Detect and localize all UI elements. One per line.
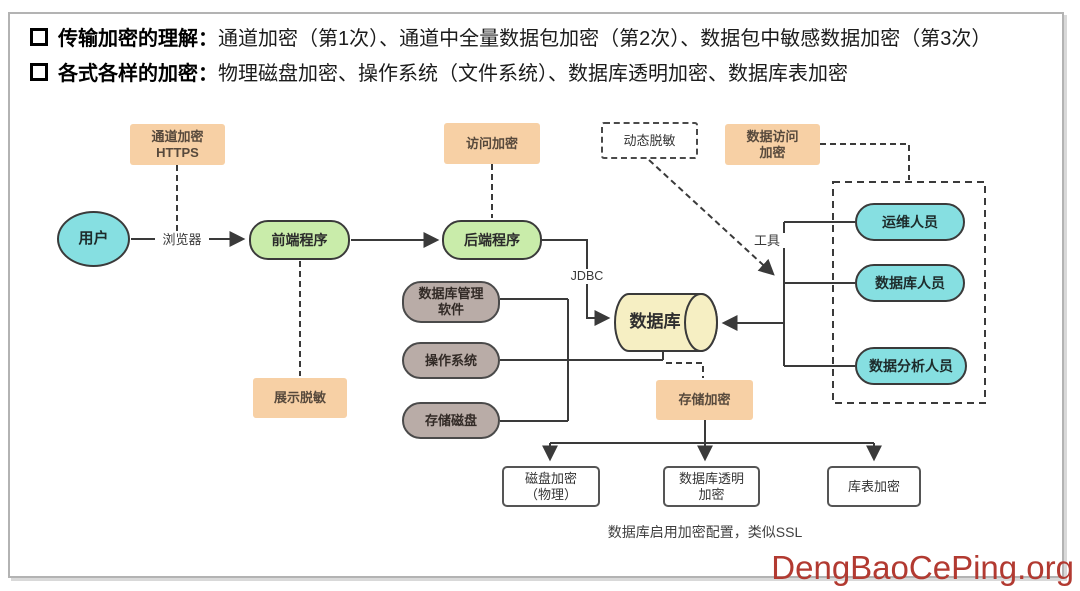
storage-encrypt-box: 存储加密 <box>656 380 753 420</box>
database-label: 数据库 <box>629 311 681 331</box>
square-bullet-icon <box>30 27 48 46</box>
bottom-caption: 数据库启用加密配置，类似SSL <box>607 524 803 540</box>
backend-node: 后端程序 <box>442 220 542 260</box>
header-line-transmission: 传输加密的理解：通道加密（第1次）、通道中全量数据包加密（第2次）、数据包中敏感… <box>30 22 991 51</box>
storage-disk-node: 存储磁盘 <box>402 402 500 439</box>
header-text: 通道加密（第1次）、通道中全量数据包加密（第2次）、数据包中敏感数据加密（第3次… <box>218 28 992 50</box>
jdbc-edge-label: JDBC <box>564 269 610 284</box>
data-access-encrypt-box: 数据访问 加密 <box>725 124 820 165</box>
bottom-distribution-line <box>550 420 874 444</box>
persons-bus-lines <box>783 221 855 367</box>
os-node: 操作系统 <box>402 342 500 379</box>
ops-person-node: 运维人员 <box>855 203 965 241</box>
dashed-arrow-dynamic-mask <box>648 159 775 276</box>
database-cylinder-icon <box>614 293 718 352</box>
frontend-node: 前端程序 <box>249 220 350 260</box>
dashed-database-storage-encrypt <box>666 362 704 378</box>
db-mgmt-software-node: 数据库管理 软件 <box>402 281 500 323</box>
watermark: DengBaoCePing.org <box>771 549 1074 586</box>
user-node: 用户 <box>57 211 130 267</box>
square-bullet-icon <box>30 62 48 81</box>
header-label: 传输加密的理解： <box>58 28 218 50</box>
dashed-data-access-encrypt-link <box>820 143 910 180</box>
tools-edge-label: 工具 <box>748 233 786 248</box>
access-encrypt-box: 访问加密 <box>444 123 540 164</box>
persons-dashed-group <box>832 181 986 404</box>
header-label: 各式各样的加密： <box>58 63 218 85</box>
browser-edge-label: 浏览器 <box>155 232 209 247</box>
db-person-node: 数据库人员 <box>855 264 965 302</box>
tde-box: 数据库透明 加密 <box>663 466 760 507</box>
header-line-varieties: 各式各样的加密：物理磁盘加密、操作系统（文件系统）、数据库透明加密、数据库表加密 <box>30 57 848 86</box>
display-mask-box: 展示脱敏 <box>253 378 347 418</box>
analyst-person-node: 数据分析人员 <box>855 347 967 385</box>
disk-encrypt-box: 磁盘加密 （物理） <box>502 466 600 507</box>
page-border <box>8 12 1064 578</box>
channel-encrypt-box: 通道加密 HTTPS <box>130 124 225 165</box>
gray-boxes-merge-lines <box>500 298 664 422</box>
dynamic-mask-box: 动态脱敏 <box>601 122 698 159</box>
table-encrypt-box: 库表加密 <box>827 466 921 507</box>
header-text: 物理磁盘加密、操作系统（文件系统）、数据库透明加密、数据库表加密 <box>218 63 848 85</box>
